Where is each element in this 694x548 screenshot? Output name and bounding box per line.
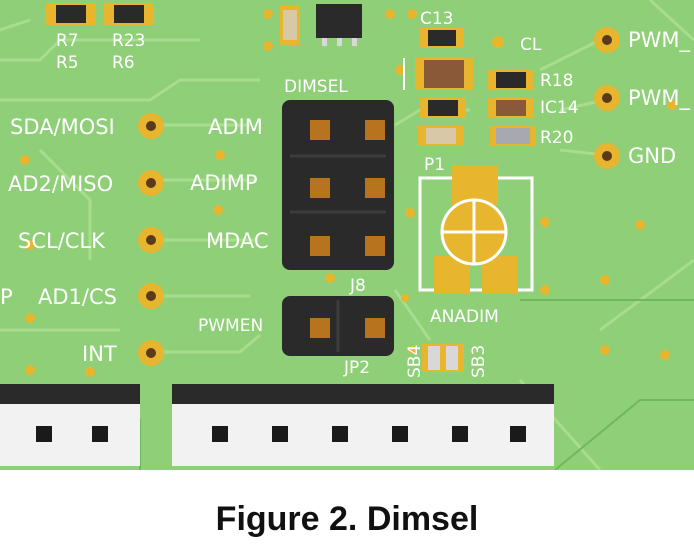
- silk-anadim: ANADIM: [430, 307, 499, 327]
- figure-caption: Figure 2. Dimsel: [215, 500, 479, 538]
- passives-right-top: [403, 28, 536, 146]
- silk-ad2-miso: AD2/MISO: [8, 172, 113, 196]
- silk-j8: J8: [349, 276, 366, 296]
- silk-dimsel: DIMSEL: [284, 77, 348, 97]
- silk-p-left: P: [0, 285, 13, 309]
- silk-pwm-2: PWM_: [628, 86, 691, 111]
- silk-r6: R6: [112, 53, 135, 73]
- silk-r5: R5: [56, 53, 79, 73]
- resistors-r7-r23: [46, 3, 154, 25]
- silk-ad1-cs: AD1/CS: [38, 285, 117, 309]
- silk-jp2: JP2: [343, 358, 370, 378]
- silk-c13: C13: [420, 9, 454, 29]
- silk-pwm-1: PWM_: [628, 28, 691, 53]
- solder-bridges: [422, 344, 464, 372]
- silk-r7: R7: [56, 31, 79, 51]
- silk-sb3: SB3: [469, 345, 489, 378]
- silk-r18: R18: [540, 71, 573, 91]
- jp2-jumper-header: [282, 296, 394, 356]
- silk-pwmen: PWMEN: [198, 316, 263, 336]
- silk-adimp: ADIMP: [190, 171, 258, 195]
- silk-adim: ADIM: [208, 115, 263, 139]
- silk-r23: R23: [112, 31, 145, 51]
- silk-p1: P1: [424, 155, 445, 175]
- left-test-pads: [138, 113, 164, 366]
- silk-cl: CL: [520, 35, 542, 55]
- silk-sb4: SB4: [405, 345, 425, 378]
- silk-mdac: MDAC: [206, 229, 269, 253]
- silk-gnd: GND: [628, 144, 676, 168]
- silk-sda-mosi: SDA/MOSI: [10, 115, 115, 139]
- silk-scl-clk: SCL/CLK: [18, 229, 106, 253]
- right-test-pads: [594, 27, 620, 169]
- pcb-board-photo: R7 R23 R5 R6 C13 CL R18 IC14 R20 PWM_ PW…: [0, 0, 694, 470]
- silk-ic14: IC14: [540, 98, 579, 118]
- j8-jumper-header: [282, 100, 394, 270]
- silk-r20: R20: [540, 128, 573, 148]
- bottom-connectors: [0, 384, 554, 466]
- top-ic: [280, 4, 362, 46]
- p1-potentiometer: [418, 165, 534, 294]
- silk-int: INT: [82, 342, 117, 366]
